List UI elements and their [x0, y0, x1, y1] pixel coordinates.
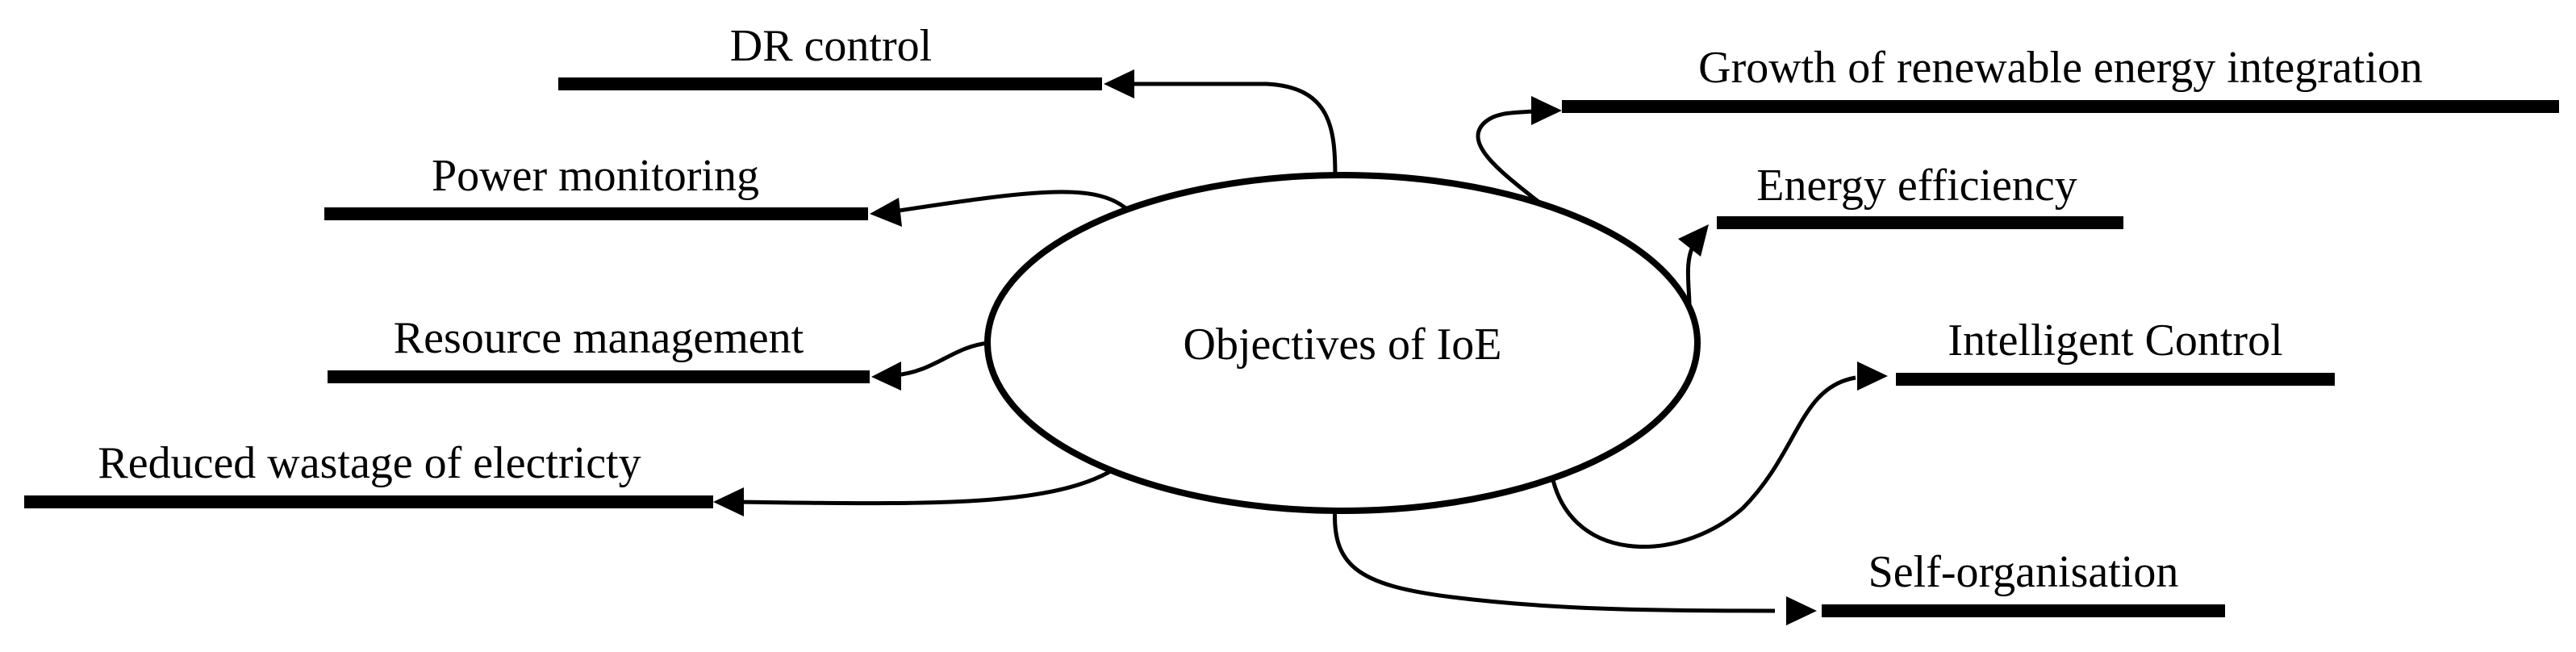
objective-resource-management: Resource management	[328, 313, 870, 383]
objective-label: Resource management	[394, 313, 804, 363]
objective-bar	[24, 495, 713, 508]
objective-bar	[558, 77, 1102, 90]
objective-label: Self-organisation	[1868, 547, 2179, 597]
objective-power-monitoring: Power monitoring	[324, 151, 868, 220]
arrowheads	[713, 69, 1888, 625]
arrowhead-energy-efficiency	[1678, 224, 1709, 257]
objective-label: DR control	[730, 21, 932, 71]
connector-reduced-wastage	[735, 460, 1127, 506]
arrowhead-reduced-wastage	[713, 487, 744, 516]
objective-self-organisation: Self-organisation	[1822, 547, 2225, 617]
arrowhead-self-organisation	[1786, 596, 1817, 625]
objective-energy-efficiency: Energy efficiency	[1717, 161, 2123, 229]
objective-growth-renewable: Growth of renewable energy integration	[1562, 43, 2559, 113]
objective-label: Reduced wastage of electricty	[98, 438, 641, 488]
arrowhead-resource-management	[871, 362, 901, 391]
connector-resource-management	[895, 341, 989, 378]
arrowhead-dr-control	[1104, 69, 1134, 98]
objective-intelligent-control: Intelligent Control	[1896, 316, 2335, 386]
arrowhead-power-monitoring	[870, 198, 902, 227]
objective-bar	[1822, 604, 2225, 617]
objective-label: Power monitoring	[432, 151, 759, 201]
connector-power-monitoring	[893, 190, 1131, 214]
center-label: Objectives of IoE	[1184, 320, 1502, 370]
objective-dr-control: DR control	[558, 21, 1102, 90]
objective-bar	[328, 370, 870, 383]
objective-label: Growth of renewable energy integration	[1698, 43, 2423, 93]
objective-bar	[324, 207, 868, 220]
connector-intelligent-control	[1548, 375, 1856, 549]
objective-bar	[1562, 100, 2559, 113]
objective-reduced-wastage: Reduced wastage of electricty	[24, 438, 713, 508]
arrowhead-intelligent-control	[1857, 362, 1888, 391]
center-ellipse	[984, 172, 1701, 514]
connector-self-organisation	[1332, 504, 1776, 613]
connector-growth-renewable	[1476, 109, 1552, 213]
objective-bar	[1717, 216, 2123, 229]
objective-bar	[1896, 373, 2335, 386]
objective-label: Intelligent Control	[1948, 316, 2282, 366]
connector-dr-control	[1123, 82, 1338, 178]
objective-label: Energy efficiency	[1756, 161, 2077, 211]
arrowhead-growth-renewable	[1531, 96, 1562, 125]
